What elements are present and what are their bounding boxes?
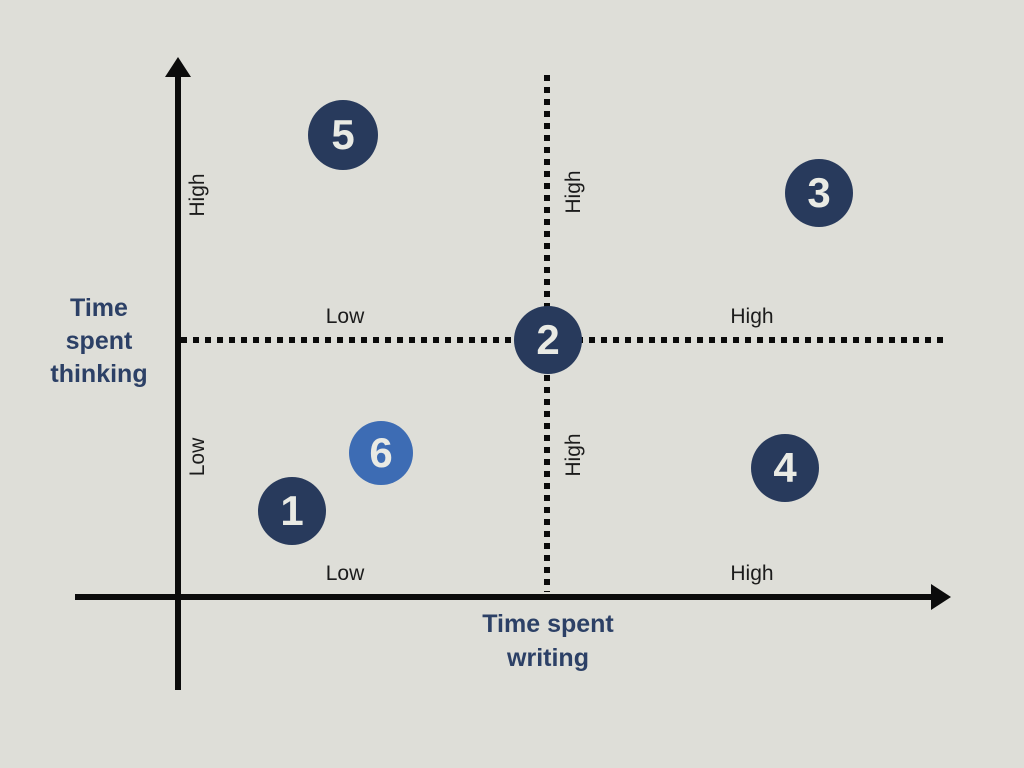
marker-3: 3 bbox=[785, 159, 853, 227]
marker-6: 6 bbox=[349, 421, 413, 485]
x-axis-label-high: High bbox=[730, 562, 774, 585]
marker-4: 4 bbox=[751, 434, 819, 502]
y-axis-arrowhead-icon bbox=[165, 57, 191, 77]
y-axis-line bbox=[175, 72, 181, 690]
x-axis-arrowhead-icon bbox=[931, 584, 951, 610]
x-axis-label-low: Low bbox=[325, 562, 365, 585]
x-axis-title: Time spent writing bbox=[482, 610, 614, 672]
y-axis-label-low: Low bbox=[186, 437, 209, 477]
midline-label-high-lower: High bbox=[562, 433, 585, 477]
x-axis-line bbox=[75, 594, 933, 600]
marker-2: 2 bbox=[514, 306, 582, 374]
y-axis-title: Time spent thinking bbox=[50, 294, 148, 388]
midline-label-high: High bbox=[730, 305, 774, 328]
marker-5: 5 bbox=[308, 100, 378, 170]
midline-label-high-upper: High bbox=[562, 170, 585, 214]
marker-1: 1 bbox=[258, 477, 326, 545]
midline-label-low: Low bbox=[325, 305, 365, 328]
y-axis-label-high: High bbox=[186, 173, 209, 217]
